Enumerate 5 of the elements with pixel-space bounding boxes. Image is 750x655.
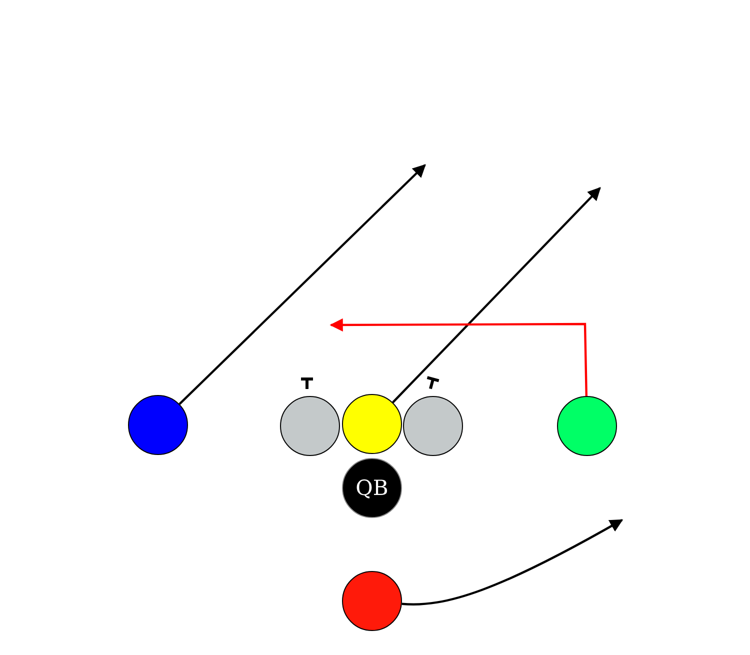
route-arrow: [178, 164, 426, 405]
route-arrow: [330, 318, 588, 396]
route-arrow: [402, 519, 624, 606]
quarterback-circle: QB: [342, 458, 402, 518]
route-arrow: [392, 187, 601, 404]
